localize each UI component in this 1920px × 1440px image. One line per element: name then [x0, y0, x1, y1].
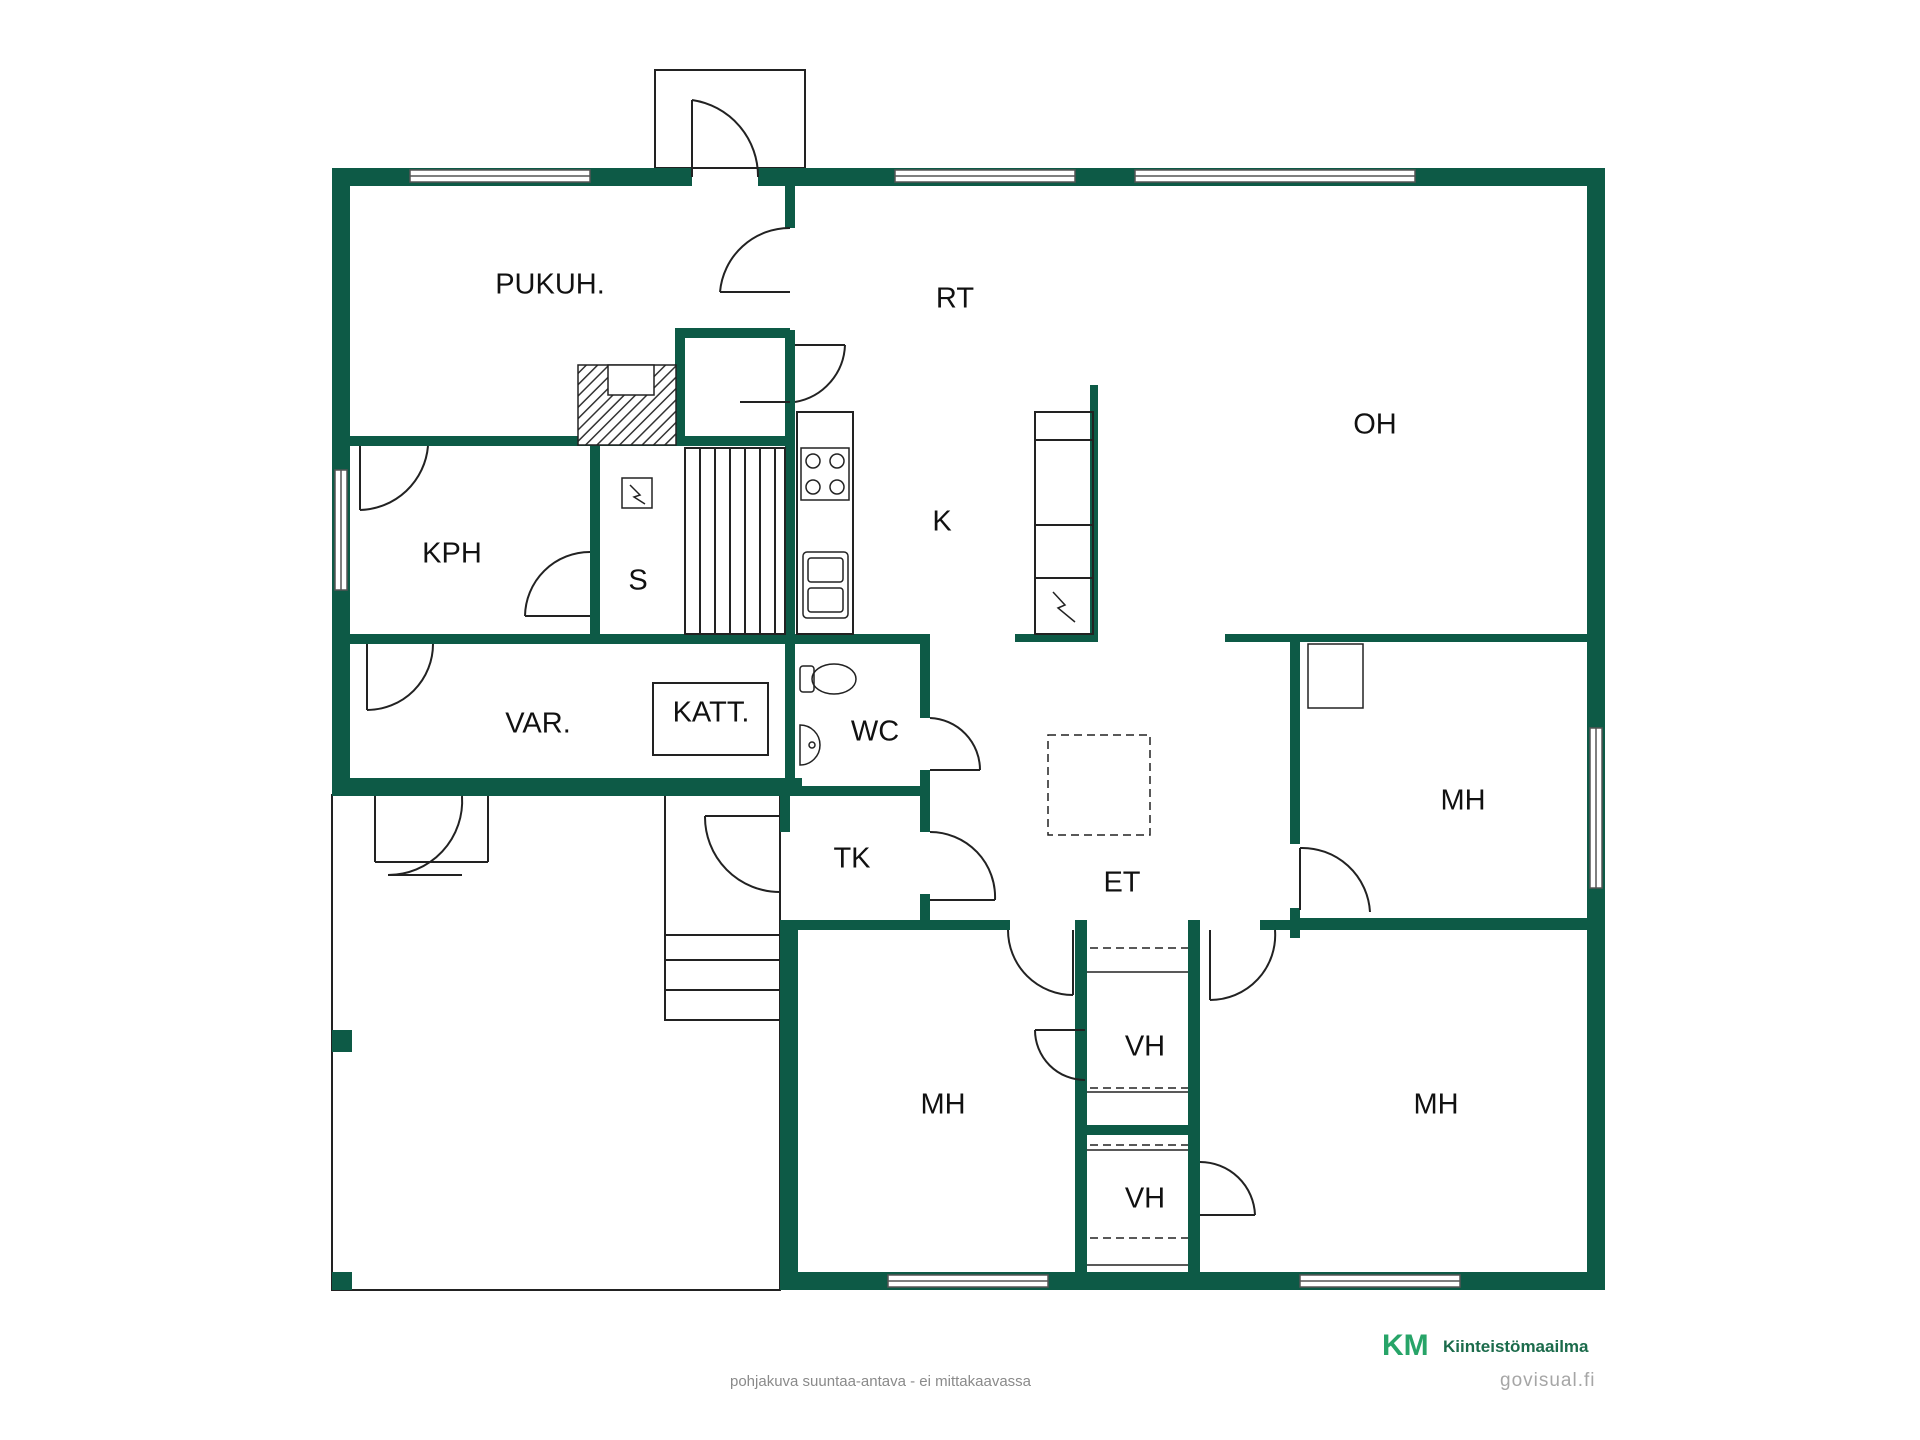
- fireplace-icon: [577, 364, 677, 446]
- kitchen-counter-west: [796, 411, 854, 635]
- carport-outline: [331, 794, 781, 1291]
- room-label-rt: RT: [936, 283, 974, 315]
- room-label-mh-east: MH: [1440, 785, 1485, 817]
- room-label-et: ET: [1103, 867, 1140, 899]
- sink-icon: [802, 551, 849, 619]
- room-label-wc: WC: [851, 716, 899, 748]
- stove-icon: [800, 447, 850, 501]
- disclaimer-text: pohjakuva suuntaa-antava - ei mittakaava…: [730, 1373, 1032, 1390]
- room-label-pukuh: PUKUH.: [495, 269, 605, 301]
- wardrobe: [1307, 643, 1364, 709]
- boiler-box: [652, 682, 769, 756]
- room-label-kph: KPH: [422, 538, 482, 570]
- outdoor-stair: [664, 794, 781, 1021]
- room-label-vh-upper: VH: [1125, 1031, 1165, 1063]
- room-label-s: S: [628, 565, 647, 597]
- closet-lines: [1087, 971, 1188, 1266]
- kitchen-island: [1034, 411, 1094, 635]
- windows: [334, 169, 1603, 1288]
- toilet-icon: [799, 663, 857, 695]
- room-label-katt: KATT.: [673, 697, 750, 729]
- room-label-var: VAR.: [505, 708, 571, 740]
- room-label-mh-southeast: MH: [1413, 1089, 1458, 1121]
- brand-name: Kiinteistömaailma: [1443, 1337, 1589, 1356]
- room-label-k: K: [932, 506, 952, 538]
- attic-hatch: [1047, 734, 1151, 836]
- brand-mark: KM: [1382, 1329, 1429, 1362]
- doors: [359, 99, 1371, 1216]
- carport-post: [332, 1272, 352, 1290]
- porch-north: [654, 69, 806, 169]
- website-text: govisual.fi: [1500, 1370, 1596, 1391]
- room-label-mh-southwest: MH: [920, 1089, 965, 1121]
- room-label-vh-lower: VH: [1125, 1183, 1165, 1215]
- room-label-tk: TK: [833, 843, 871, 875]
- washbasin-icon: [799, 724, 821, 766]
- lightning-icon: [1052, 591, 1076, 623]
- carport-post: [332, 1030, 352, 1052]
- lightning-icon: [621, 477, 653, 509]
- closet-rods: [1090, 947, 1188, 1239]
- room-labels: PUKUH. RT OH KPH S K VAR. KATT. WC TK ET…: [422, 269, 1485, 1215]
- brand-logo: KM Kiinteistömaailma: [1382, 1329, 1589, 1362]
- room-label-oh: OH: [1353, 409, 1397, 441]
- sauna-benches: [684, 447, 786, 635]
